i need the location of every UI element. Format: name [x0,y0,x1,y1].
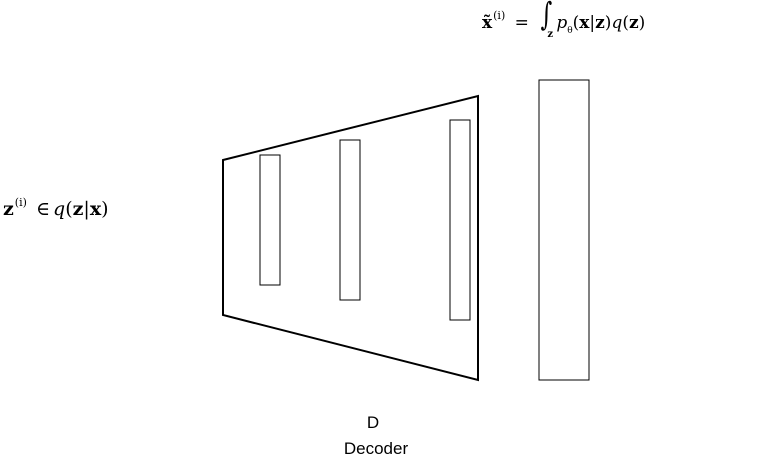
p-z-symbol: z [595,13,605,33]
theta-subscript: θ [567,26,573,36]
q-z-symbol: z [72,198,84,220]
x-tilde-superscript: (i) [493,9,506,22]
equals-sign: = [514,13,529,33]
p-close-paren: ) [604,13,612,33]
reconstruction-output-block [538,79,590,381]
p-symbol: p [556,13,568,33]
open-paren: ( [65,198,73,220]
z-superscript: (i) [14,196,27,209]
latent-formula: z(i) ∈q(z|x) [3,197,109,219]
q-z-symbol: z [628,13,639,33]
integral-sign: ∫ [540,0,553,33]
p-x-symbol: x [579,13,590,33]
decoder-layer-1 [259,154,281,286]
decoder-layer-3 [449,119,471,321]
q-symbol: q [611,13,623,33]
q-open-paren: ( [622,13,629,33]
given-bar: | [83,198,90,220]
x-tilde-symbol: x̃ [482,13,493,33]
z-symbol: z [3,198,14,220]
q-symbol: q [53,198,66,220]
integral: ∫ z [538,0,556,40]
element-of-sign: ∈ [35,198,51,220]
p-given-bar: | [589,13,596,33]
decoder-trapezoid [222,94,479,382]
p-open-paren: ( [572,13,580,33]
decoder-label: Decoder [343,439,409,458]
decoder-short-label: D [366,413,380,432]
decoder-layer-2 [339,139,361,301]
close-paren: ) [101,198,109,220]
reconstruction-formula: x̃(i) = ∫ z pθ(x|z)q(z) [482,0,646,40]
integral-limit: z [547,29,553,40]
q-x-symbol: x [89,198,102,220]
q-close-paren: ) [638,13,646,33]
